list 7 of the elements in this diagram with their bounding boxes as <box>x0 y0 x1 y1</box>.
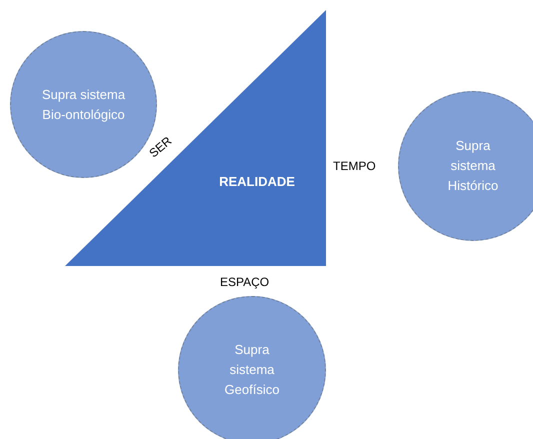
side-label: SER <box>145 132 176 162</box>
side-label: ESPAÇO <box>220 274 270 291</box>
triangle-label: REALIDADE <box>219 174 295 189</box>
circle-text: Supra sistema Geofísico <box>224 341 280 399</box>
circle-text: Supra sistema Bio-ontológico <box>40 86 126 124</box>
side-label: TEMPO <box>333 158 376 175</box>
circle-text: Supra sistema Histórico <box>446 137 500 195</box>
